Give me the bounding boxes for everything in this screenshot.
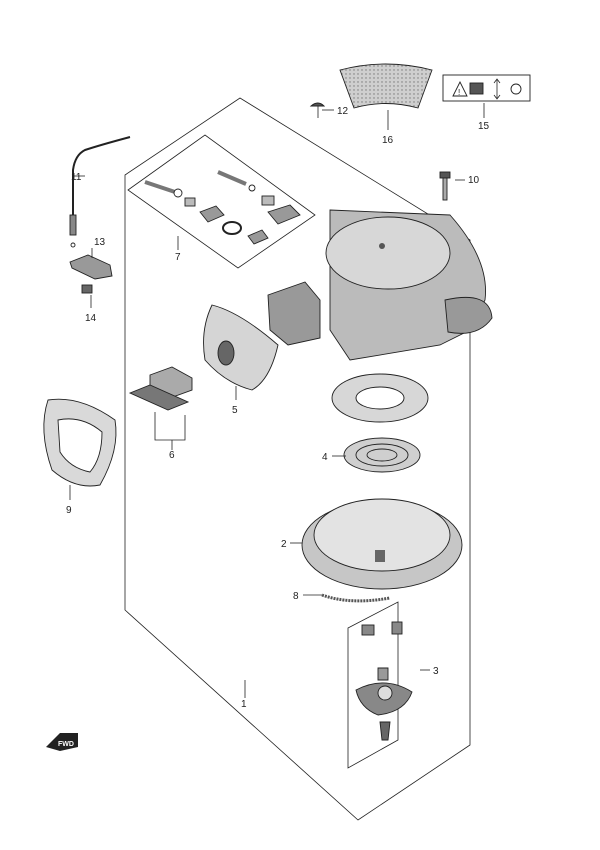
grip-9-part bbox=[43, 398, 117, 487]
fwd-arrow: FWD bbox=[46, 733, 78, 751]
callout-7: 7 bbox=[175, 252, 181, 263]
bolt-14-part bbox=[81, 284, 93, 294]
manual-book-icon bbox=[469, 82, 484, 95]
bracket-13-part bbox=[69, 254, 113, 280]
spring-cover-part bbox=[331, 373, 429, 423]
reel-2-part bbox=[301, 498, 463, 590]
grommet-5-part bbox=[203, 304, 279, 391]
callout-1: 1 bbox=[241, 699, 247, 710]
warning-triangle-icon: ! bbox=[452, 80, 468, 97]
spiral-spring-4-part bbox=[343, 437, 421, 473]
callout-15: 15 bbox=[478, 121, 490, 132]
callout-11: 11 bbox=[71, 172, 82, 183]
callout-6: 6 bbox=[169, 450, 175, 461]
callout-5: 5 bbox=[232, 405, 238, 416]
ratchet-kit-3-parts bbox=[355, 621, 413, 741]
kit-3-frame bbox=[347, 601, 399, 769]
kit-7-parts bbox=[144, 170, 301, 245]
bolt-10-part bbox=[439, 171, 451, 201]
callout-16: 16 bbox=[382, 135, 394, 146]
callout-4: 4 bbox=[322, 452, 328, 463]
rope-8-part bbox=[321, 593, 391, 603]
callout-9: 9 bbox=[66, 505, 72, 516]
callout-3: 3 bbox=[433, 666, 439, 677]
handle-6-parts bbox=[128, 366, 193, 411]
callout-13: 13 bbox=[94, 237, 106, 248]
starter-housing-part bbox=[267, 209, 493, 361]
assembly-frame bbox=[124, 97, 471, 821]
pull-handle-icon bbox=[510, 83, 522, 95]
leader-lines bbox=[69, 103, 485, 698]
decal-arc-part bbox=[339, 63, 433, 109]
callout-14: 14 bbox=[85, 313, 97, 324]
up-down-arrow-icon bbox=[493, 78, 501, 100]
kit-7-frame bbox=[127, 134, 316, 269]
screw-12-part bbox=[309, 102, 326, 118]
caution-label-part: ! bbox=[442, 74, 531, 102]
callout-labels: 1 2 3 4 5 6 7 8 9 10 11 12 13 14 15 16 bbox=[66, 106, 490, 710]
svg-text:!: ! bbox=[458, 88, 460, 97]
callout-2: 2 bbox=[281, 539, 287, 550]
callout-10: 10 bbox=[468, 175, 480, 186]
callout-8: 8 bbox=[293, 591, 299, 602]
cable-11-part bbox=[69, 136, 131, 248]
callout-12: 12 bbox=[337, 106, 349, 117]
fwd-label: FWD bbox=[58, 741, 74, 748]
